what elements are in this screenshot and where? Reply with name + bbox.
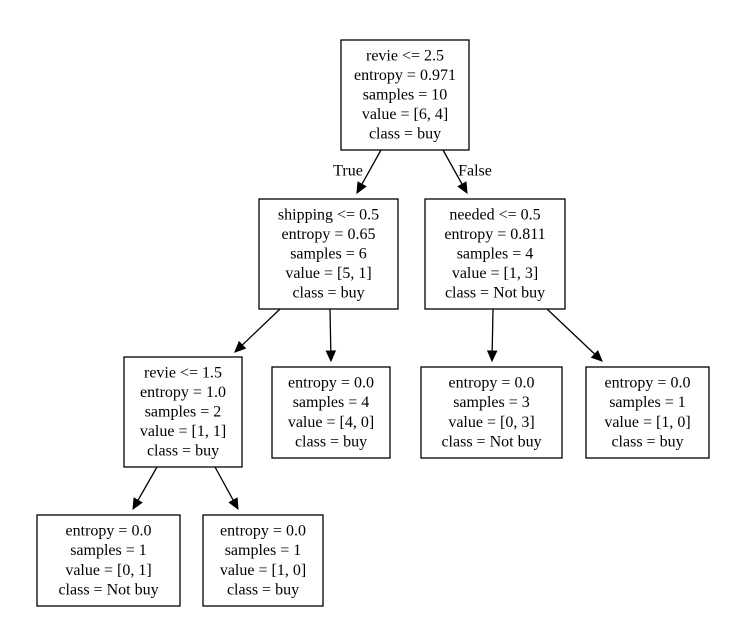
node-line: value = [0, 3] (448, 414, 534, 431)
tree-node-n1: shipping <= 0.5 entropy = 0.65 samples = 6… (258, 198, 399, 310)
node-line: samples = 6 (290, 246, 367, 263)
edge-line (241, 308, 281, 346)
node-line: entropy = 0.0 (220, 523, 306, 540)
edge-line (329, 308, 332, 352)
arrowhead-icon (486, 350, 498, 363)
tree-node-n6: needed <= 0.5 entropy = 0.811 samples = 4 v… (424, 198, 566, 310)
node-line: class = Not buy (58, 581, 158, 598)
node-line: value = [1, 3] (452, 265, 538, 282)
node-line: samples = 1 (225, 542, 302, 559)
edge-line (546, 308, 596, 355)
node-line: shipping <= 0.5 (278, 206, 379, 223)
node-box (424, 198, 566, 310)
edge-label: False (458, 163, 492, 180)
node-box (36, 514, 181, 607)
node-line: revie <= 1.5 (144, 364, 222, 381)
node-line: value = [1, 0] (220, 562, 306, 579)
arrowhead-icon (325, 350, 337, 363)
node-line: samples = 4 (457, 246, 534, 263)
node-line: class = buy (147, 443, 219, 460)
edge-n1-n5 (325, 308, 337, 363)
tree-node-n5: entropy = 0.0 samples = 4 value = [4, 0] cl… (271, 366, 391, 459)
node-box (271, 366, 391, 459)
edge-line (491, 308, 494, 352)
node-line: class = buy (227, 581, 299, 598)
node-line: entropy = 0.971 (354, 67, 456, 84)
node-line: revie <= 2.5 (366, 47, 444, 64)
node-line: samples = 1 (70, 542, 147, 559)
node-line: class = buy (292, 285, 364, 302)
arrowhead-icon (132, 497, 143, 511)
node-line: samples = 4 (293, 394, 370, 411)
edge-n2-n4 (214, 466, 239, 511)
edge-n0-n1: True (333, 149, 382, 195)
node-line: entropy = 0.0 (449, 375, 535, 392)
node-line: samples = 2 (145, 404, 222, 421)
node-line: value = [1, 1] (140, 423, 226, 440)
edge-n2-n3 (132, 466, 158, 511)
node-line: class = Not buy (441, 433, 541, 450)
tree-node-n7: entropy = 0.0 samples = 3 value = [0, 3] cl… (420, 366, 563, 459)
tree-node-n0: revie <= 2.5 entropy = 0.971 samples = 10 v… (340, 39, 470, 151)
arrowhead-icon (356, 181, 367, 195)
node-line: class = buy (611, 433, 683, 450)
node-box (340, 39, 470, 151)
node-box (585, 366, 710, 459)
node-line: value = [6, 4] (362, 106, 448, 123)
nodes-layer: revie <= 2.5 entropy = 0.971 samples = 10 v… (36, 39, 710, 607)
node-line: entropy = 0.0 (605, 375, 691, 392)
node-line: entropy = 1.0 (140, 384, 226, 401)
node-box (258, 198, 399, 310)
node-line: entropy = 0.0 (288, 375, 374, 392)
node-line: value = [4, 0] (288, 414, 374, 431)
edge-n1-n2 (234, 308, 281, 353)
edge-line (137, 466, 158, 501)
node-line: samples = 10 (363, 87, 448, 104)
arrowhead-icon (457, 181, 468, 195)
node-line: value = [0, 1] (65, 562, 151, 579)
node-line: needed <= 0.5 (449, 206, 540, 223)
node-line: value = [1, 0] (604, 414, 690, 431)
node-line: entropy = 0.811 (444, 226, 545, 243)
node-line: samples = 1 (609, 394, 686, 411)
tree-node-n8: entropy = 0.0 samples = 1 value = [1, 0] cl… (585, 366, 710, 459)
node-line: samples = 3 (453, 394, 530, 411)
edges-layer: True False (132, 149, 603, 511)
node-line: entropy = 0.0 (66, 523, 152, 540)
node-line: value = [5, 1] (285, 265, 371, 282)
node-line: entropy = 0.65 (282, 226, 376, 243)
edge-line (214, 466, 234, 501)
edge-line (361, 149, 382, 185)
node-box (202, 514, 324, 607)
tree-node-n3: entropy = 0.0 samples = 1 value = [0, 1] cl… (36, 514, 181, 607)
arrowhead-icon (228, 497, 239, 511)
edge-line (442, 149, 463, 185)
tree-node-n2: revie <= 1.5 entropy = 1.0 samples = 2 valu… (123, 356, 243, 468)
node-line: class = buy (295, 433, 367, 450)
node-box (123, 356, 243, 468)
node-box (420, 366, 563, 459)
edge-n6-n7 (486, 308, 498, 363)
arrowhead-icon (590, 349, 603, 362)
edge-label: True (333, 163, 363, 180)
node-line: class = buy (369, 126, 441, 143)
edge-n6-n8 (546, 308, 603, 362)
node-line: class = Not buy (445, 285, 545, 302)
edge-n0-n6: False (442, 149, 492, 195)
tree-node-n4: entropy = 0.0 samples = 1 value = [1, 0] cl… (202, 514, 324, 607)
arrowhead-icon (234, 340, 247, 353)
